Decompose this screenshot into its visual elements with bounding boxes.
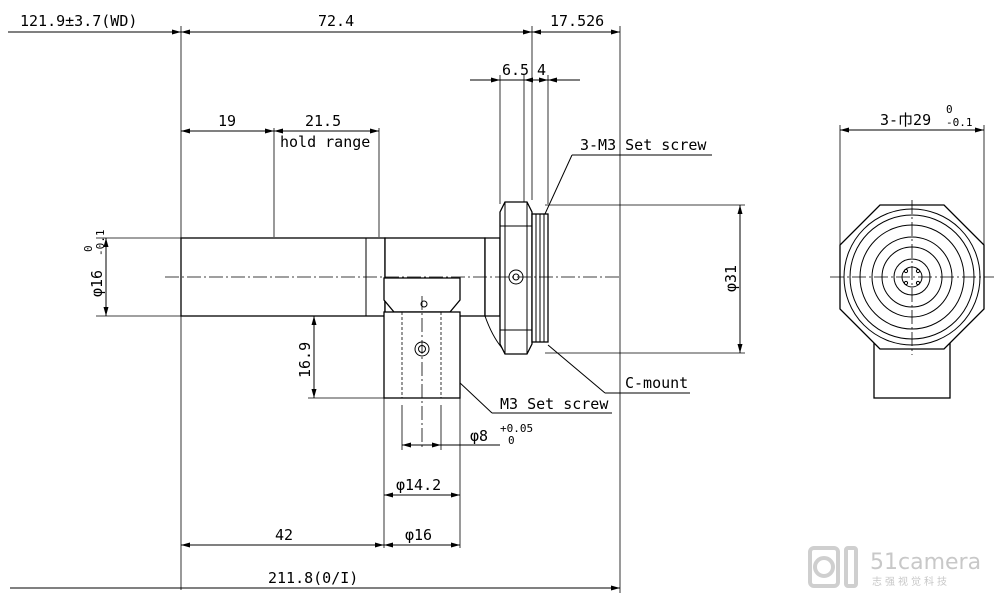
set-screw-3m3-label: 3-M3 Set screw	[580, 136, 707, 154]
dim-phi14-2: φ14.2	[396, 476, 441, 494]
dim-17-526: 17.526	[550, 12, 604, 30]
dim-phi8: φ8	[470, 427, 488, 445]
dim-phi8-group: φ8 +0.05 0	[402, 422, 533, 448]
set-screw-m3-label: M3 Set screw	[500, 395, 609, 413]
dim-hex-tol-up: 0	[946, 103, 953, 116]
logo-subtitle: 志强视觉科技	[872, 575, 950, 588]
dim-phi14-2-group: φ14.2	[384, 476, 460, 498]
dim-phi16-tol-up: 0	[82, 245, 95, 252]
dim-19: 19	[218, 112, 236, 130]
dim-phi8-tol-dn: 0	[508, 434, 515, 447]
dim-72-4: 72.4	[318, 12, 354, 30]
dim-hex-tol-dn: -0.1	[946, 116, 973, 129]
dim-phi16-main-group: φ16 0 -0.1	[82, 230, 109, 316]
dimension-row-hold: 19 21.5 hold range	[181, 112, 379, 151]
dimension-row-42: 42 φ16	[181, 526, 460, 548]
dim-phi8-tol-up: +0.05	[500, 422, 533, 435]
dim-42: 42	[275, 526, 293, 544]
dim-hex-width: 3-巾29	[880, 111, 931, 129]
hold-range-label: hold range	[280, 133, 370, 151]
dimension-row-total: 211.8(0/I)	[10, 569, 620, 591]
dimension-row-6-5: 6.5 4	[470, 61, 580, 83]
dim-4: 4	[537, 61, 546, 79]
dim-6-5: 6.5	[502, 61, 529, 79]
dim-21-5: 21.5	[305, 112, 341, 130]
dim-phi31: φ31	[722, 265, 740, 292]
lens-side-view	[165, 201, 620, 450]
dim-16-9: 16.9	[296, 342, 314, 378]
dim-16-9-group: 16.9	[296, 316, 317, 398]
dim-phi31-group: φ31	[722, 205, 743, 353]
lens-front-view: 3-巾29 0 -0.1	[830, 103, 994, 399]
c-mount-label: C-mount	[625, 374, 688, 392]
dim-phi16-port: φ16	[405, 526, 432, 544]
logo-name: 51camera	[870, 550, 981, 575]
dim-total: 211.8(0/I)	[268, 569, 358, 587]
c-mount-callout: C-mount	[547, 344, 690, 394]
extension-lines	[96, 26, 745, 593]
dim-phi16-tol-dn: -0.1	[94, 230, 107, 257]
dim-wd: 121.9±3.7(WD)	[20, 12, 137, 30]
dim-phi16-main: φ16	[88, 270, 106, 297]
dimension-row-top: 121.9±3.7(WD) 72.4 17.526	[8, 12, 620, 35]
watermark-logo: 51camera 志强视觉科技	[808, 546, 981, 588]
